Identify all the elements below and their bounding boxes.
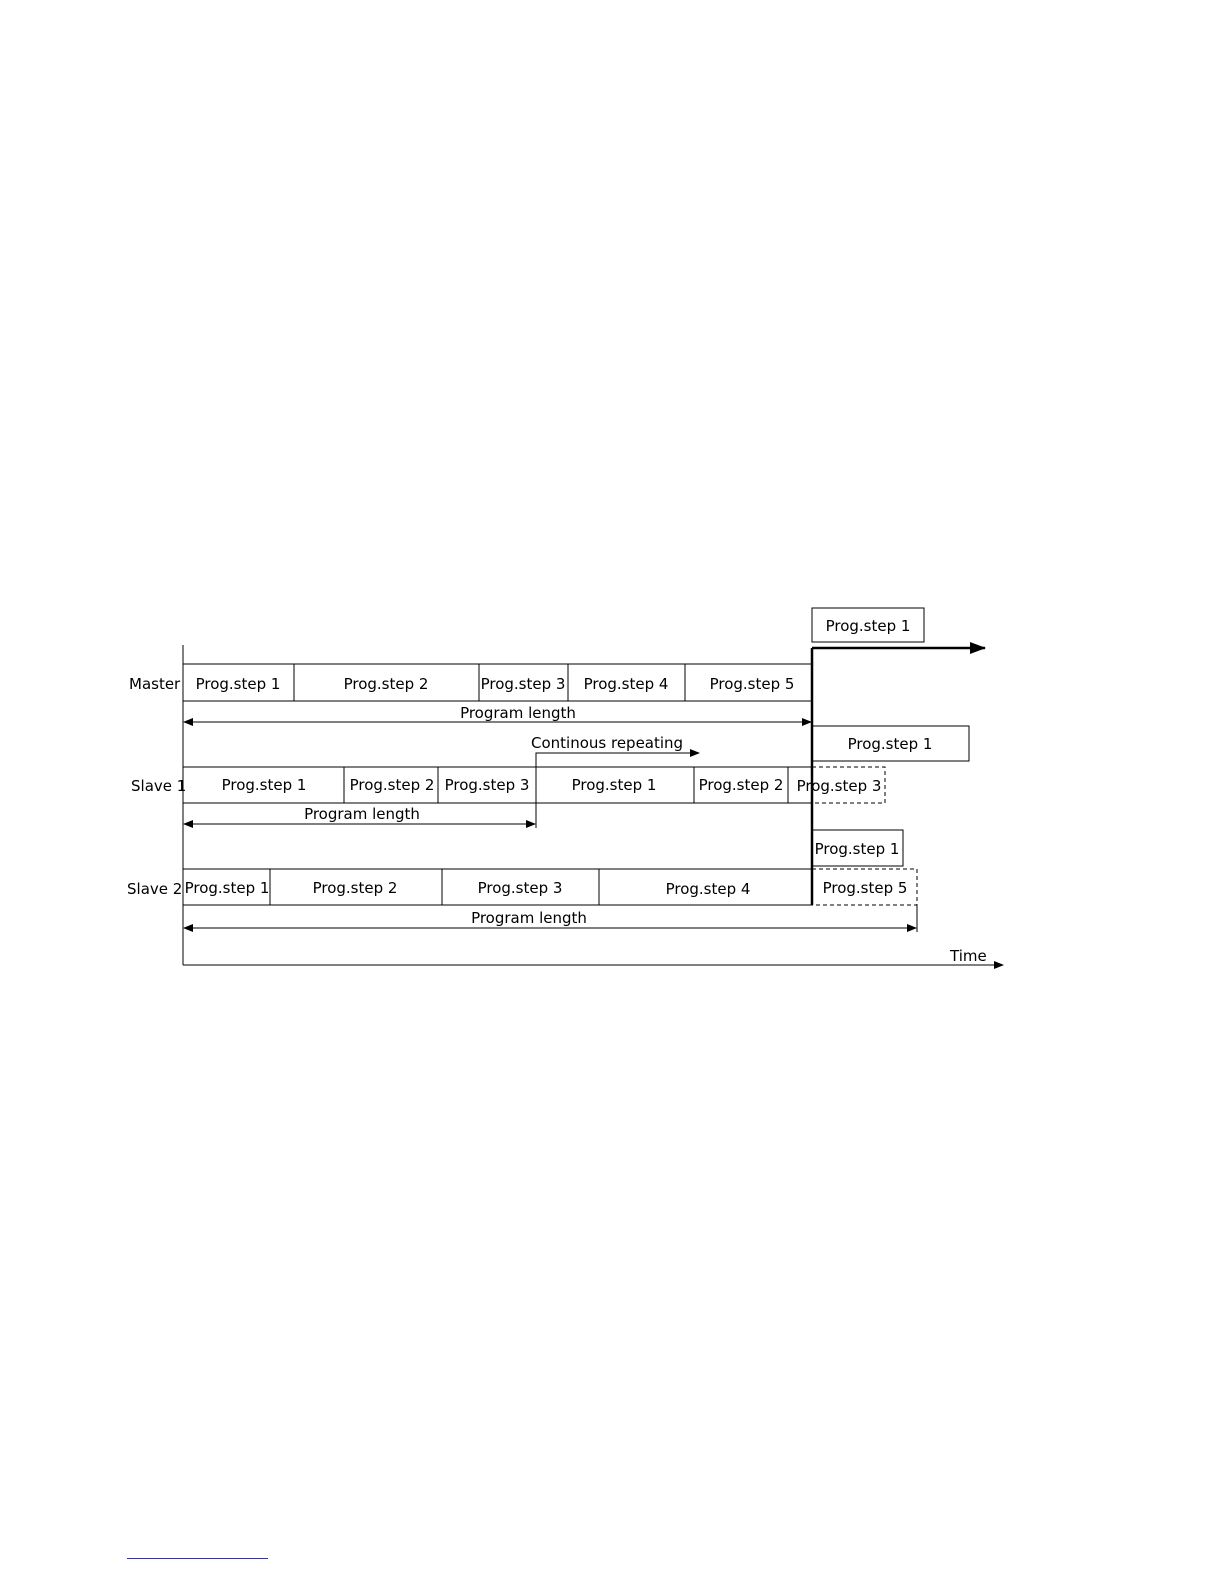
master-step-2-label: Prog.step 2 [344, 675, 429, 693]
slave1-step-3-label: Prog.step 3 [445, 776, 530, 794]
master-step-3-label: Prog.step 3 [481, 675, 566, 693]
slave1-step-2-label: Prog.step 2 [350, 776, 435, 794]
continous-repeating-label: Continous repeating [531, 734, 683, 752]
slave2-step-5-label: Prog.step 5 [823, 879, 908, 897]
master-restart-label: Prog.step 1 [826, 617, 911, 635]
slave1-restart-box [811, 725, 970, 762]
row-label-slave2: Slave 2 [127, 880, 182, 898]
slave1-program-length-label: Program length [304, 805, 420, 823]
continous-repeating-arrow [535, 749, 700, 767]
slave2-row: Prog.step 1 Prog.step 2 Prog.step 3 Prog… [182, 868, 918, 906]
row-label-master: Master [129, 675, 181, 693]
slave2-step-1-label: Prog.step 1 [185, 879, 270, 897]
slave1-step-4-label: Prog.step 1 [572, 776, 657, 794]
slave2-step-5 [811, 868, 918, 906]
slave2-program-length-label: Program length [471, 909, 587, 927]
master-row: Prog.step 1 Prog.step 2 Prog.step 3 Prog… [182, 663, 813, 702]
master-step-4-label: Prog.step 4 [584, 675, 669, 693]
slave1-step-6-label: Prog.step 3 [797, 777, 882, 795]
master-program-length-label: Program length [460, 704, 576, 722]
slave2-step-3-label: Prog.step 3 [478, 879, 563, 897]
slave2-step-2-label: Prog.step 2 [313, 879, 398, 897]
slave1-step-1-label: Prog.step 1 [222, 776, 307, 794]
time-axis-label: Time [949, 947, 987, 965]
slave2-step-4-label: Prog.step 4 [666, 880, 751, 898]
master-step-5 [684, 663, 813, 702]
slave1-step-6 [811, 766, 886, 804]
slave1-restart-label: Prog.step 1 [848, 735, 933, 753]
row-label-slave1: Slave 1 [131, 777, 186, 795]
master-step-1-label: Prog.step 1 [196, 675, 281, 693]
footnote-rule [127, 1558, 268, 1559]
slave1-row: Prog.step 1 Prog.step 2 Prog.step 3 Prog… [182, 766, 886, 804]
master-step-5-label: Prog.step 5 [710, 675, 795, 693]
master-restart-box [811, 607, 925, 643]
slave2-restart-label: Prog.step 1 [815, 840, 900, 858]
slave1-step-5-label: Prog.step 2 [699, 776, 784, 794]
slave2-step-4 [598, 868, 813, 906]
slave2-restart-box [811, 829, 904, 867]
